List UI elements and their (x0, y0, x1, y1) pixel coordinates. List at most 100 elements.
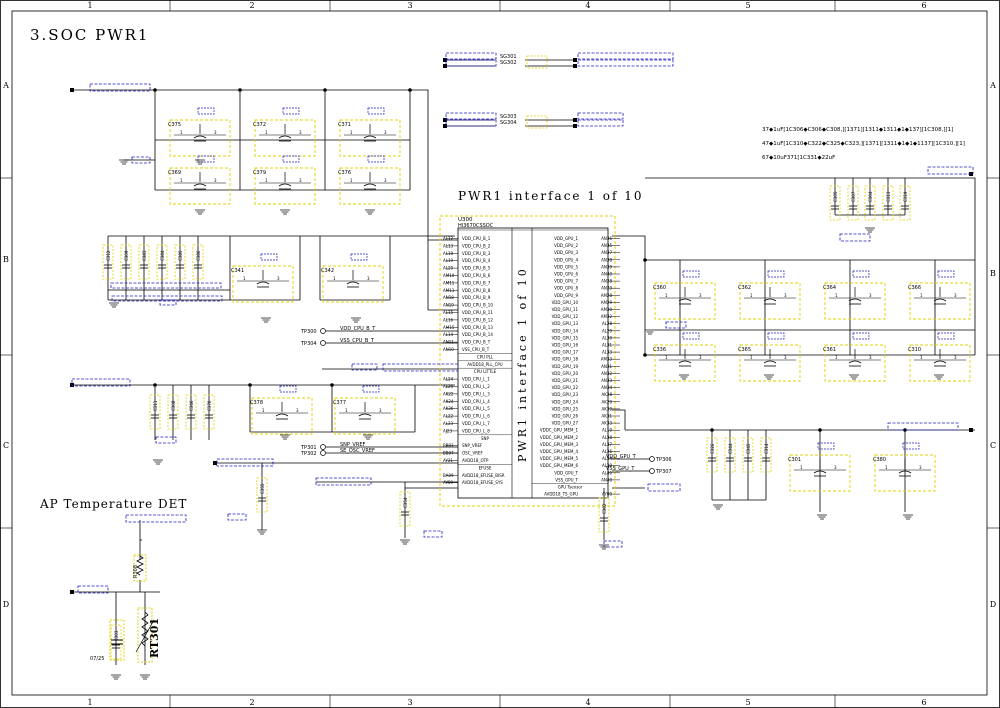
pin-number: AL40 (602, 470, 613, 475)
column-label: 1 (87, 1, 92, 10)
pin-number: AL18 (443, 251, 454, 256)
capacitor-outline (724, 437, 736, 473)
capacitor-ref: C360 (653, 285, 666, 291)
pin-number: AK29 (602, 399, 613, 404)
capacitor-ref: C370 (207, 400, 212, 411)
column-label: 2 (249, 698, 254, 707)
capacitor-ref: C371 (338, 122, 351, 128)
cap-value-box (197, 155, 215, 163)
capacitor-outline (824, 344, 886, 382)
row-label: B (3, 255, 9, 264)
row-label: A (989, 81, 996, 90)
pin-number: AM32 (601, 314, 613, 319)
pin-net-name: AVDD18_EFUSE_SYS (462, 480, 503, 485)
thermistor-ref: RT301 (148, 618, 161, 658)
pin-number: BB07 (443, 451, 454, 456)
ground-symbols (109, 159, 944, 680)
capacitor-ref: C319 (903, 191, 908, 202)
capacitor-ref: C305 (833, 191, 838, 202)
capacitor-plate (278, 135, 292, 139)
pin-net-name: VDD_CPU_B_2 (462, 243, 491, 248)
capacitor-ref: C309 (124, 250, 129, 261)
pin-number: AM30 (601, 307, 613, 312)
capacitor-plate (933, 360, 947, 364)
tp-label: TP300 (300, 329, 317, 335)
test-point-icon (649, 456, 655, 462)
pin-net-name: VDD_GPU_16 (552, 343, 579, 348)
net-label-box (89, 83, 151, 92)
shunt-resistors: SG301 SG302 SG303 SG304 (500, 54, 548, 129)
column-label: 4 (585, 698, 590, 707)
shunt-label: SG304 (500, 120, 517, 126)
row-label: A (2, 81, 9, 90)
pin-net-name: VDD_CPU_B_10 (462, 303, 493, 308)
pin-number: AK24 (443, 399, 454, 404)
cap-value-box (767, 270, 785, 278)
pin-net-name: VDDC_GPU_MEM_5 (540, 456, 579, 461)
pin-3-label: 3 (954, 355, 957, 360)
chip-ref: U300 (458, 217, 473, 223)
row-label: C (3, 441, 9, 450)
pin-net-name: VDD_CPU_L_3 (462, 391, 490, 396)
pin-net-name: VDD_CPU_L_7 (462, 421, 490, 426)
cap-value-box (767, 332, 785, 340)
pin-1-label: 1 (180, 130, 183, 135)
capacitor-outline (654, 344, 716, 382)
capacitor-outline (185, 394, 197, 430)
pin-number: AL23 (443, 421, 454, 426)
pin-number: AL12 (443, 236, 454, 241)
pin-number: AL13 (443, 243, 454, 248)
pin-1-label: 1 (180, 178, 183, 183)
cap-value-box (682, 332, 700, 340)
pin-net-name: VDD_CPU_B_11 (462, 310, 493, 315)
capacitor-plate (848, 360, 862, 364)
pin-3-label: 3 (214, 178, 217, 183)
pin-number: AN33 (601, 378, 612, 383)
capacitor-plate (763, 360, 777, 364)
capacitor-ref: C346 (189, 400, 194, 411)
capacitor-outline (847, 185, 859, 221)
capacitor-ref: C303 (114, 630, 119, 641)
capacitor-ref: C382 (602, 503, 607, 514)
capacitor-ref: C313 (886, 191, 891, 202)
pin-net-name: AVDD18_OTP (462, 458, 489, 463)
capacitor-ref: C377 (333, 400, 346, 406)
pin-net-name: AVDD18_TS_GPU (544, 492, 578, 497)
pin-3-label: 3 (379, 408, 382, 413)
capacitor-outline (899, 185, 911, 221)
pin-number: AK33 (602, 421, 613, 426)
pin-net-name: VDD_GPU_13 (552, 321, 579, 326)
net-label-box (159, 299, 177, 306)
column-label: 6 (921, 1, 926, 10)
interface-title: PWR1 interface 1 of 10 (458, 189, 644, 203)
pin-net-name: VDDC_GPU_MEM_4 (540, 449, 579, 454)
capacitor-ref: C369 (168, 170, 181, 176)
pin-number: AN10 (443, 347, 454, 352)
cap-value-box (197, 107, 215, 115)
pin-net-name: VDD_GPU_22 (552, 385, 579, 390)
pin-net-name: VDDC_GPU_MEM_6 (540, 463, 579, 468)
capacitor-outline (102, 244, 114, 280)
pin-1-label: 1 (835, 293, 838, 298)
net-label-box (216, 458, 274, 467)
pin-number: AK31 (602, 414, 613, 419)
test-point-icon (649, 468, 655, 474)
pin-number: AK22 (443, 391, 454, 396)
pin-1-label: 1 (350, 130, 353, 135)
pin-net-name: VDD_GPU_12 (552, 314, 579, 319)
capacitor-ref: C355 (260, 483, 265, 494)
pin-number: AN35 (601, 243, 612, 248)
pin-number: AL16 (443, 317, 454, 322)
pin-number: AM29 (601, 300, 613, 305)
pin-net-name: VDD_GPU_8 (554, 286, 578, 291)
shunt-label: SG301 (500, 54, 517, 60)
chip-section-label: CPU LITTLE (474, 369, 497, 374)
pin-1-label: 1 (333, 276, 336, 281)
wires (72, 59, 976, 665)
cap-value-box (902, 442, 920, 450)
capacitor-outline (882, 185, 894, 221)
